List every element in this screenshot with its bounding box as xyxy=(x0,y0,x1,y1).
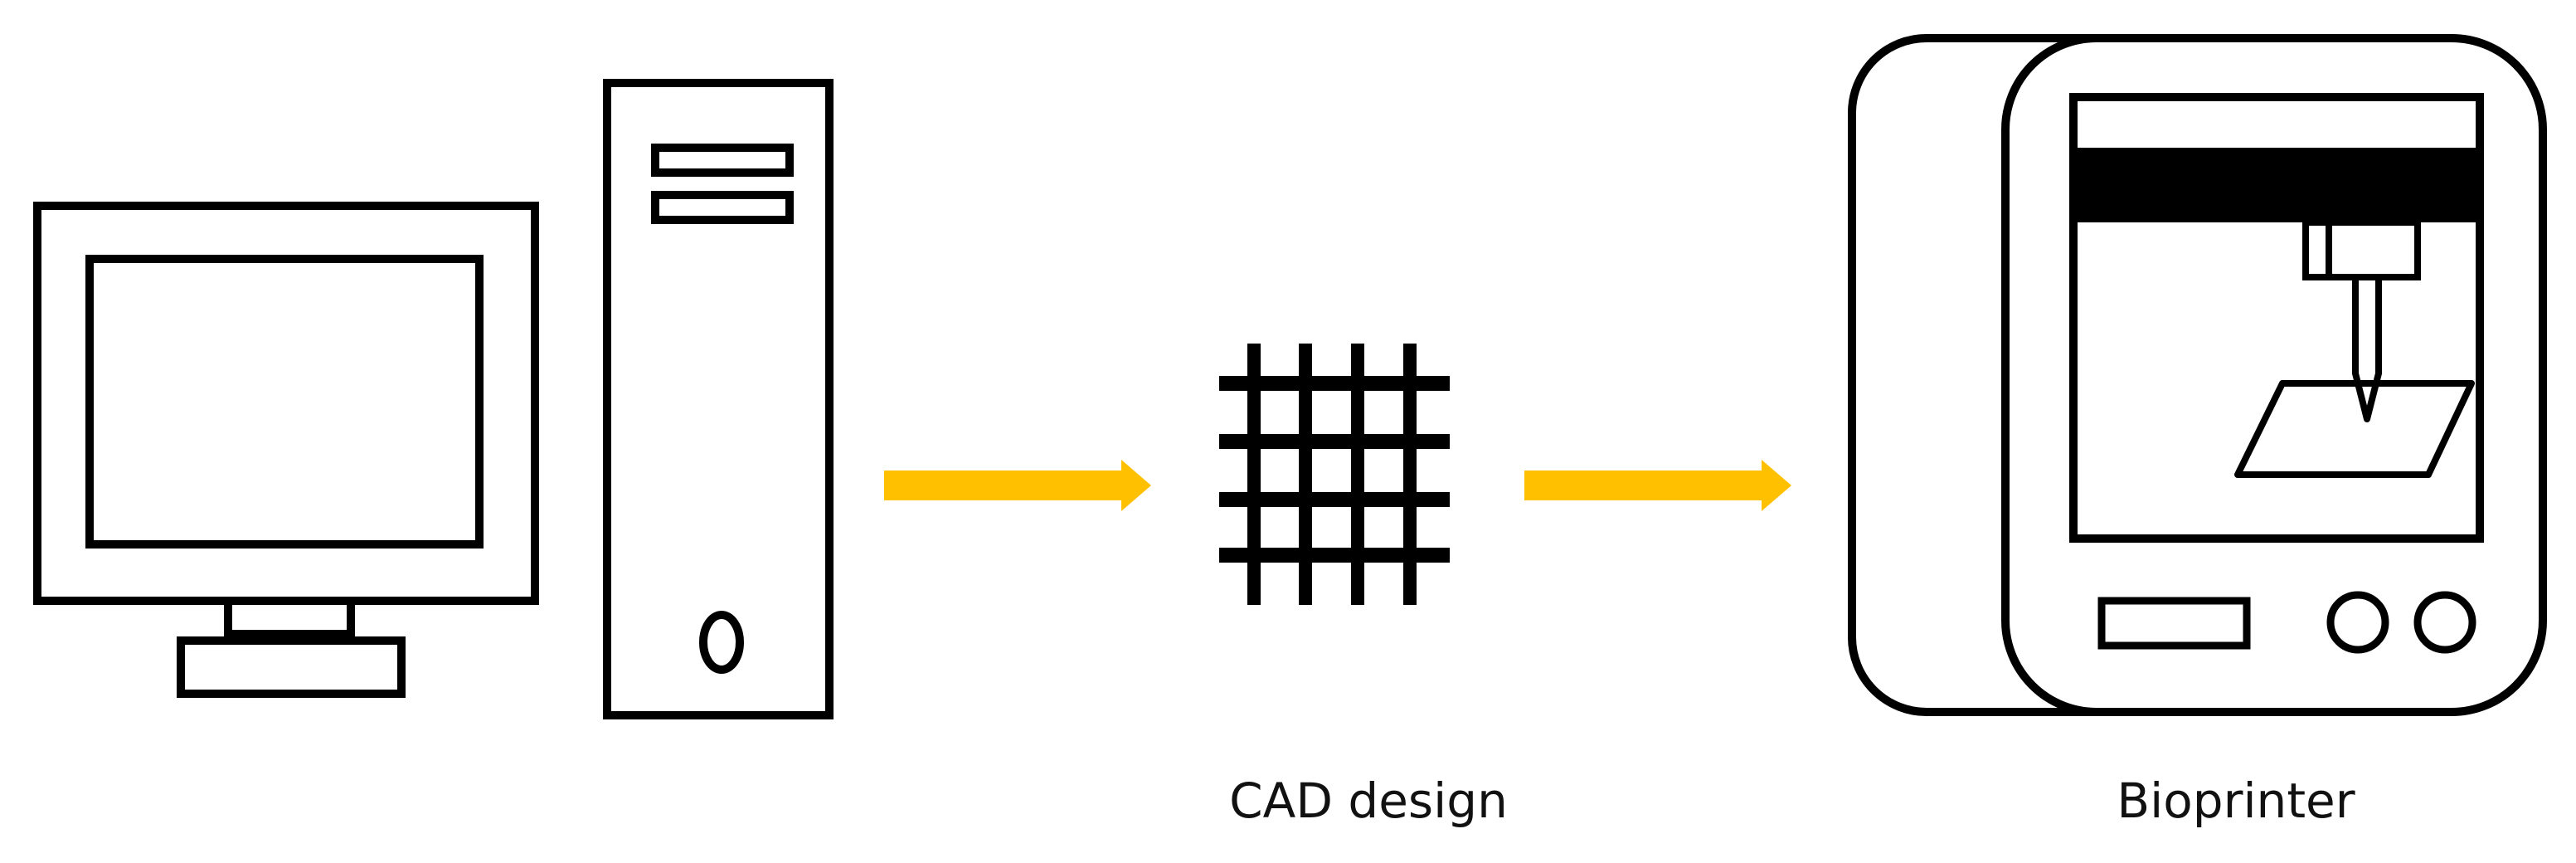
printer-button-2 xyxy=(2413,591,2476,654)
tower-power-button xyxy=(699,611,744,674)
bioprinter-label: Bioprinter xyxy=(2117,773,2355,829)
printer-needle xyxy=(2352,274,2382,422)
printer-front-housing xyxy=(2001,34,2547,716)
arrow-right-icon xyxy=(1524,460,1791,511)
monitor-screen xyxy=(85,255,484,549)
cad-grid-icon xyxy=(1219,344,1450,605)
monitor-neck xyxy=(224,597,355,638)
monitor-stand xyxy=(177,636,406,698)
tower-case xyxy=(603,79,834,719)
printer-button-1 xyxy=(2326,591,2389,654)
tower-drive-bay-1 xyxy=(651,144,794,177)
printer-head xyxy=(2302,219,2421,280)
printer-gantry xyxy=(2073,148,2480,222)
printer-chamber xyxy=(2069,93,2484,543)
bioprinter-icon xyxy=(1848,34,2547,716)
arrow-right-icon xyxy=(884,460,1151,511)
printer-build-plate xyxy=(2234,380,2475,478)
tower-drive-bay-2 xyxy=(651,191,794,224)
cad-design-label: CAD design xyxy=(1229,773,1508,829)
computer-tower-icon xyxy=(603,79,834,719)
printer-display xyxy=(2097,597,2251,650)
monitor-icon xyxy=(33,202,539,698)
